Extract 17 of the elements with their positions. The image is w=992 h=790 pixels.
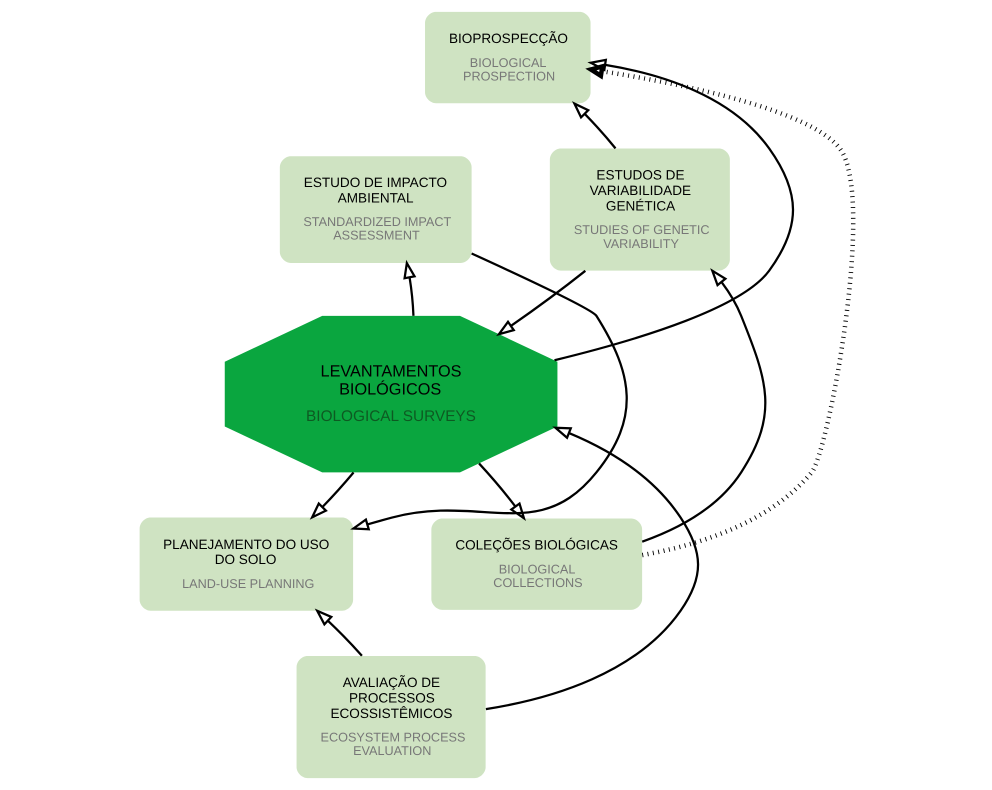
node-box: ESTUDO DE IMPACTO AMBIENTAL STANDARDIZED IMPACT ASSESSMENT bbox=[279, 156, 472, 263]
node-box: BIOPROSPECÇÃO BIOLOGICAL PROSPECTION bbox=[424, 12, 590, 104]
arrow bbox=[641, 268, 766, 543]
node-box: AVALIAÇÃO DE PROCESSOS ECOSSISTÊMICOS ECOSYSTEM PROCESS EVALUATION bbox=[296, 656, 486, 778]
arrow bbox=[496, 270, 586, 336]
node-box: PLANEJAMENTO DO USO DO SOLO LAND-USE PLANNING bbox=[139, 518, 353, 611]
arrow bbox=[350, 252, 628, 530]
arrow bbox=[309, 472, 354, 520]
node-box: COLEÇÕES BIOLÓGICAS BIOLOGICAL COLLECTIONS bbox=[430, 518, 642, 610]
arrow bbox=[478, 462, 526, 521]
arrow bbox=[571, 101, 616, 150]
arrow bbox=[554, 58, 794, 362]
arrow bbox=[314, 608, 362, 656]
node-box: ESTUDOS DE VARIABILIDADE GENÉTICA STUDIES OF GENETIC VARIABILITY bbox=[549, 148, 730, 271]
arrow bbox=[402, 260, 416, 316]
arrow bbox=[485, 426, 699, 710]
arrow bbox=[584, 63, 855, 558]
